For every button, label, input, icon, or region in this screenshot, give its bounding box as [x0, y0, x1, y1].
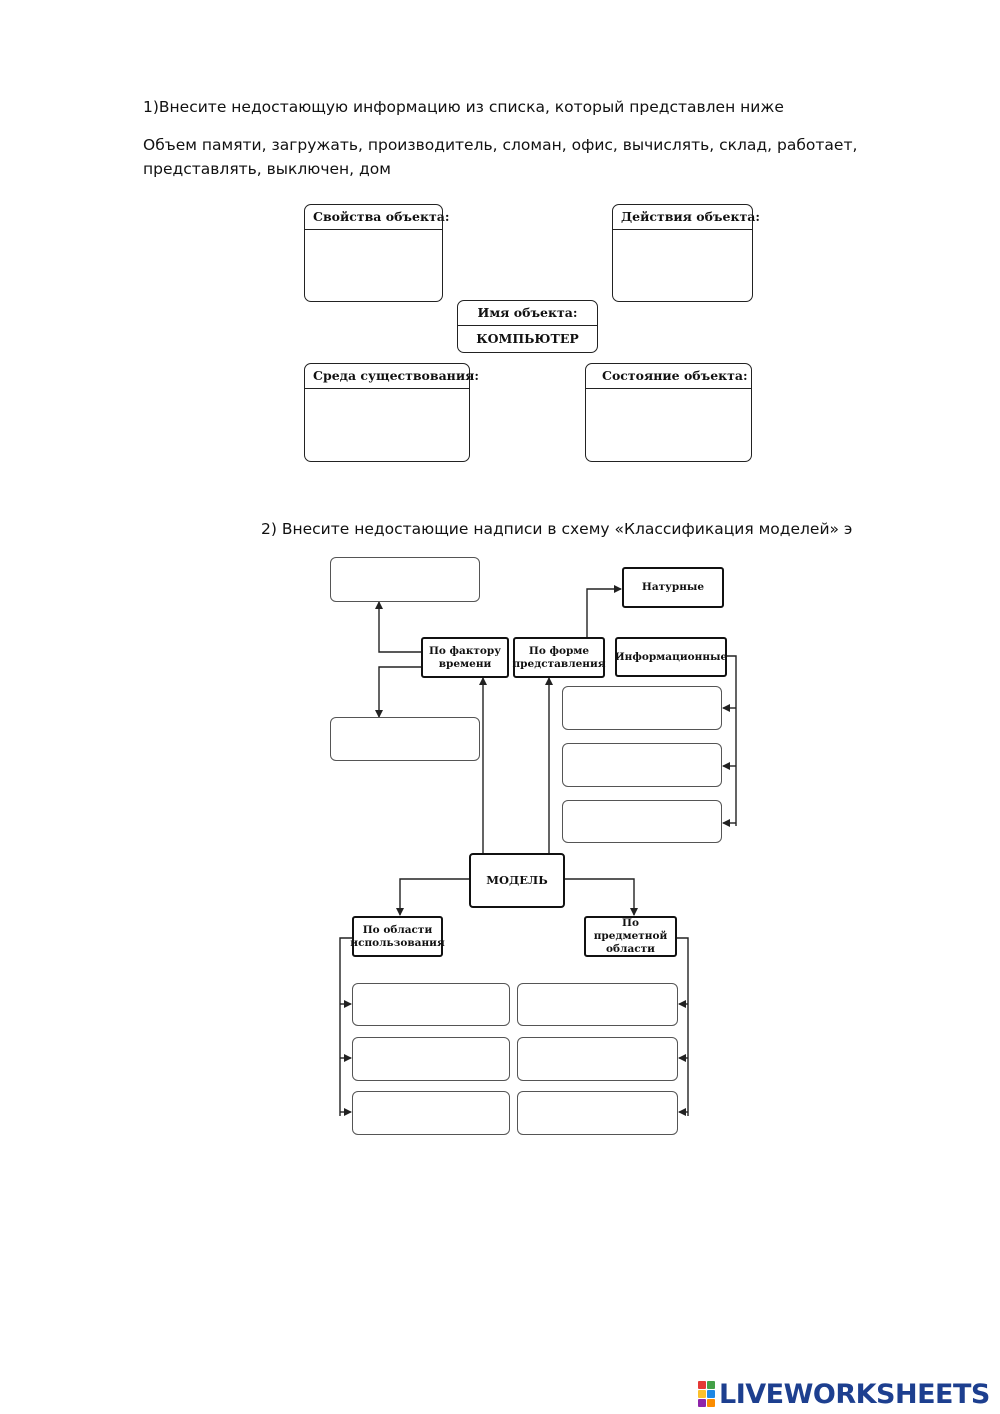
answer-box-info-3[interactable] [562, 800, 722, 843]
answer-box-usage-3[interactable] [352, 1091, 510, 1135]
answer-box-subject-1[interactable] [517, 983, 678, 1026]
answer-box-mid-left[interactable] [330, 717, 480, 761]
node-model: МОДЕЛЬ [469, 853, 565, 908]
node-form-label: По форме представления [512, 644, 606, 670]
answer-box-usage-1[interactable] [352, 983, 510, 1026]
word-list-line2: представлять, выключен, дом [143, 160, 391, 178]
environment-box-title: Среда существования: [305, 364, 479, 389]
node-subject-area-label: По предметной области [593, 917, 668, 955]
actions-box: Действия объекта: [612, 204, 760, 302]
node-subject-area: По предметной области [584, 916, 677, 957]
task1-title: 1)Внесите недостающую информацию из спис… [143, 98, 784, 116]
logo-squares-icon [698, 1381, 715, 1407]
object-name-box: Имя объекта: КОМПЬЮТЕР [457, 300, 598, 353]
environment-box: Среда существования: [304, 363, 479, 462]
answer-box-info-1[interactable] [562, 686, 722, 730]
word-list-line1: Объем памяти, загружать, производитель, … [143, 136, 858, 154]
state-box-title: Состояние объекта: [586, 364, 751, 389]
properties-box-title: Свойства объекта: [305, 205, 449, 230]
node-time-factor: По фактору времени [421, 637, 509, 678]
answer-box-subject-2[interactable] [517, 1037, 678, 1081]
node-usage-area: По области использования [350, 916, 445, 957]
node-informational: Информационные [615, 637, 727, 677]
node-usage-area-label: По области использования [350, 923, 445, 949]
node-time-factor-label: По фактору времени [428, 644, 501, 670]
node-natural-label: Натурные [641, 581, 705, 593]
state-box: Состояние объекта: [585, 363, 752, 462]
actions-box-title: Действия объекта: [613, 205, 760, 230]
node-form: По форме представления [512, 637, 606, 678]
task2-title: 2) Внесите недостающие надписи в схему «… [261, 520, 853, 538]
properties-box: Свойства объекта: [304, 204, 449, 302]
node-model-label: МОДЕЛЬ [486, 873, 548, 887]
node-natural: Натурные [622, 567, 724, 608]
liveworksheets-logo: LIVEWORKSHEETS [698, 1374, 990, 1414]
answer-box-subject-3[interactable] [517, 1091, 678, 1135]
logo-text: LIVEWORKSHEETS [719, 1378, 990, 1410]
node-informational-label: Информационные [614, 650, 728, 663]
answer-box-top-left[interactable] [330, 557, 480, 602]
object-name-label: Имя объекта: [458, 301, 597, 326]
object-name-value: КОМПЬЮТЕР [476, 331, 579, 346]
answer-box-usage-2[interactable] [352, 1037, 510, 1081]
answer-box-info-2[interactable] [562, 743, 722, 787]
